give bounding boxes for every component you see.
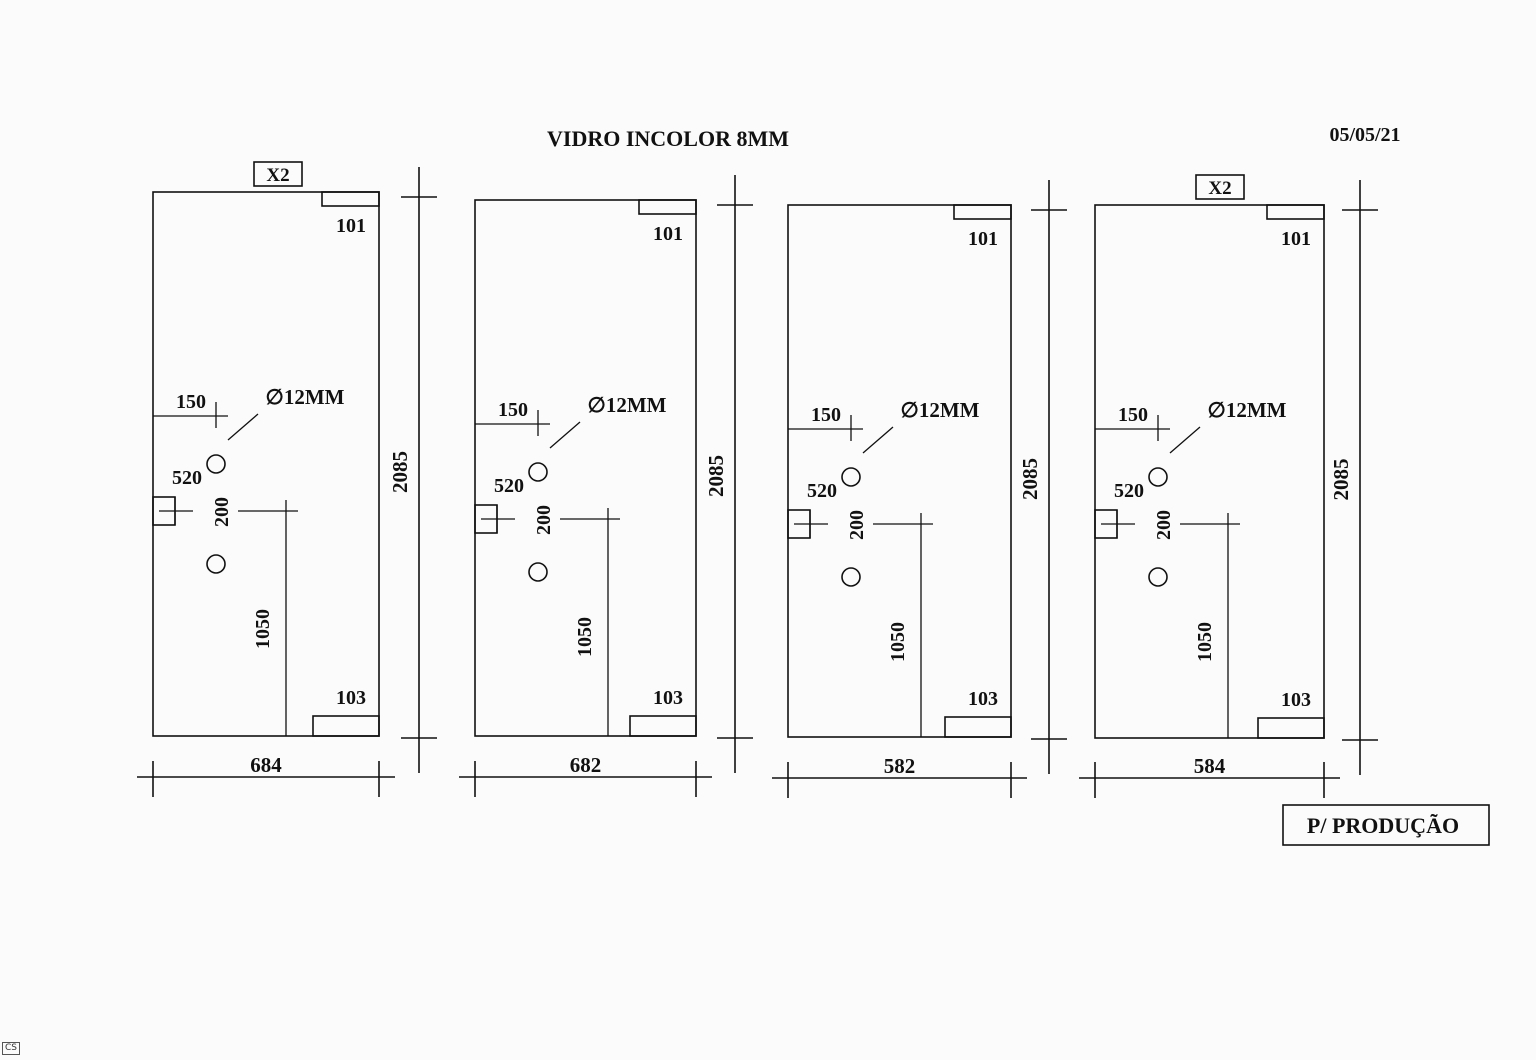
quantity-badge: X2 (1208, 178, 1231, 199)
height-dimension: 2085 (1018, 458, 1042, 500)
stamp-text: P/ PRODUÇÃO (1307, 813, 1459, 838)
width-dimension: 582 (884, 754, 916, 778)
top-notch-dimension: 101 (968, 228, 998, 250)
glass-panels: X2101103150∅12MM520200105068420851011031… (137, 161, 1378, 798)
drawing-title: VIDRO INCOLOR 8MM (547, 126, 789, 151)
hole-spacing-dimension: 200 (846, 510, 868, 540)
stamp-frame (1282, 804, 1490, 846)
quantity-badge-frame (253, 161, 303, 187)
glass-panel-4: X2 101 103 150 ∅12MM 520 200 1050 584 2085 (1079, 174, 1378, 798)
bottom-notch-dimension: 103 (1281, 689, 1311, 711)
handle-height-dimension: 1050 (887, 622, 909, 662)
bottom-notch-dimension: 103 (653, 687, 683, 709)
scanner-watermark: CS (2, 1042, 20, 1055)
top-notch-dimension: 101 (336, 215, 366, 237)
handle-height-dimension: 1050 (574, 617, 596, 657)
hole-spacing-dimension: 200 (211, 497, 233, 527)
hole-height-dimension: 520 (172, 467, 202, 489)
hole-diameter-leader (862, 426, 894, 454)
upper-hole (1148, 467, 1168, 487)
bottom-notch-dimension: 103 (968, 688, 998, 710)
handle-height-dimension: 1050 (1194, 622, 1216, 662)
production-stamp: P/ PRODUÇÃO (1282, 804, 1490, 846)
hole-diameter-label: ∅12MM (266, 385, 345, 409)
top-notch-dimension: 101 (1281, 228, 1311, 250)
bottom-notch (312, 715, 380, 737)
width-dimension: 584 (1194, 754, 1226, 778)
panel-outline (787, 204, 1012, 738)
top-notch (321, 191, 380, 207)
glass-panel-2: 101 103 150 ∅12MM 520 200 1050 682 2085 (459, 175, 753, 797)
upper-hole (841, 467, 861, 487)
lower-hole (841, 567, 861, 587)
glass-panel-3: 101 103 150 ∅12MM 520 200 1050 582 2085 (772, 180, 1067, 798)
hole-offset-dimension: 150 (498, 399, 528, 421)
lower-hole (206, 554, 226, 574)
height-dimension: 2085 (388, 451, 412, 493)
hole-height-dimension: 520 (1114, 480, 1144, 502)
top-notch (638, 199, 697, 215)
hole-diameter-label: ∅12MM (588, 393, 667, 417)
upper-hole (206, 454, 226, 474)
hole-offset-dimension: 150 (811, 404, 841, 426)
hole-diameter-leader (549, 421, 581, 449)
height-dimension: 2085 (704, 455, 728, 497)
top-notch (953, 204, 1012, 220)
upper-hole (528, 462, 548, 482)
hole-diameter-leader (1169, 426, 1201, 454)
width-dimension: 682 (570, 753, 602, 777)
glass-panel-1: X2 101 103 150 ∅12MM 520 200 1050 684 2085 (137, 161, 437, 797)
top-notch-dimension: 101 (653, 223, 683, 245)
lower-hole (1148, 567, 1168, 587)
bottom-notch-dimension: 103 (336, 687, 366, 709)
drawing-date: 05/05/21 (1329, 124, 1400, 146)
width-dimension: 684 (250, 753, 282, 777)
bottom-notch (1257, 717, 1325, 739)
handle-height-dimension: 1050 (252, 609, 274, 649)
bottom-notch (944, 716, 1012, 738)
hole-spacing-dimension: 200 (533, 505, 555, 535)
quantity-badge-frame (1195, 174, 1245, 200)
height-dimension: 2085 (1329, 459, 1353, 501)
hole-diameter-label: ∅12MM (1208, 398, 1287, 422)
hole-offset-dimension: 150 (176, 391, 206, 413)
hole-height-dimension: 520 (494, 475, 524, 497)
panel-outline (152, 191, 380, 737)
hole-offset-dimension: 150 (1118, 404, 1148, 426)
bottom-notch (629, 715, 697, 737)
hole-height-dimension: 520 (807, 480, 837, 502)
top-notch (1266, 204, 1325, 220)
panel-outline (1094, 204, 1325, 739)
quantity-badge: X2 (266, 165, 289, 186)
hole-diameter-label: ∅12MM (901, 398, 980, 422)
hole-spacing-dimension: 200 (1153, 510, 1175, 540)
panel-outline (474, 199, 697, 737)
lower-hole (528, 562, 548, 582)
hole-diameter-leader (227, 413, 259, 441)
